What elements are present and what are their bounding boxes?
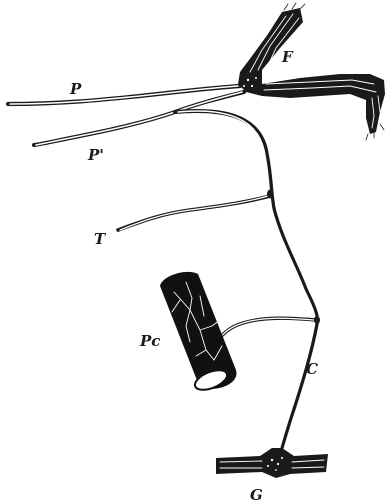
- nerve-branch-t: [118, 190, 273, 231]
- label-pc: Pc: [139, 332, 160, 350]
- label-p-prime: P': [87, 146, 104, 164]
- label-p: P: [69, 80, 82, 98]
- nerve-branch-pc: [214, 316, 320, 346]
- label-g: G: [250, 486, 263, 503]
- label-f: F: [281, 48, 294, 66]
- nerve-branch-p-prime: [34, 92, 244, 145]
- nerve-trunk-f: [238, 3, 385, 140]
- label-t: T: [94, 230, 107, 248]
- label-c: C: [306, 360, 318, 378]
- ganglion-g-base: [216, 448, 328, 478]
